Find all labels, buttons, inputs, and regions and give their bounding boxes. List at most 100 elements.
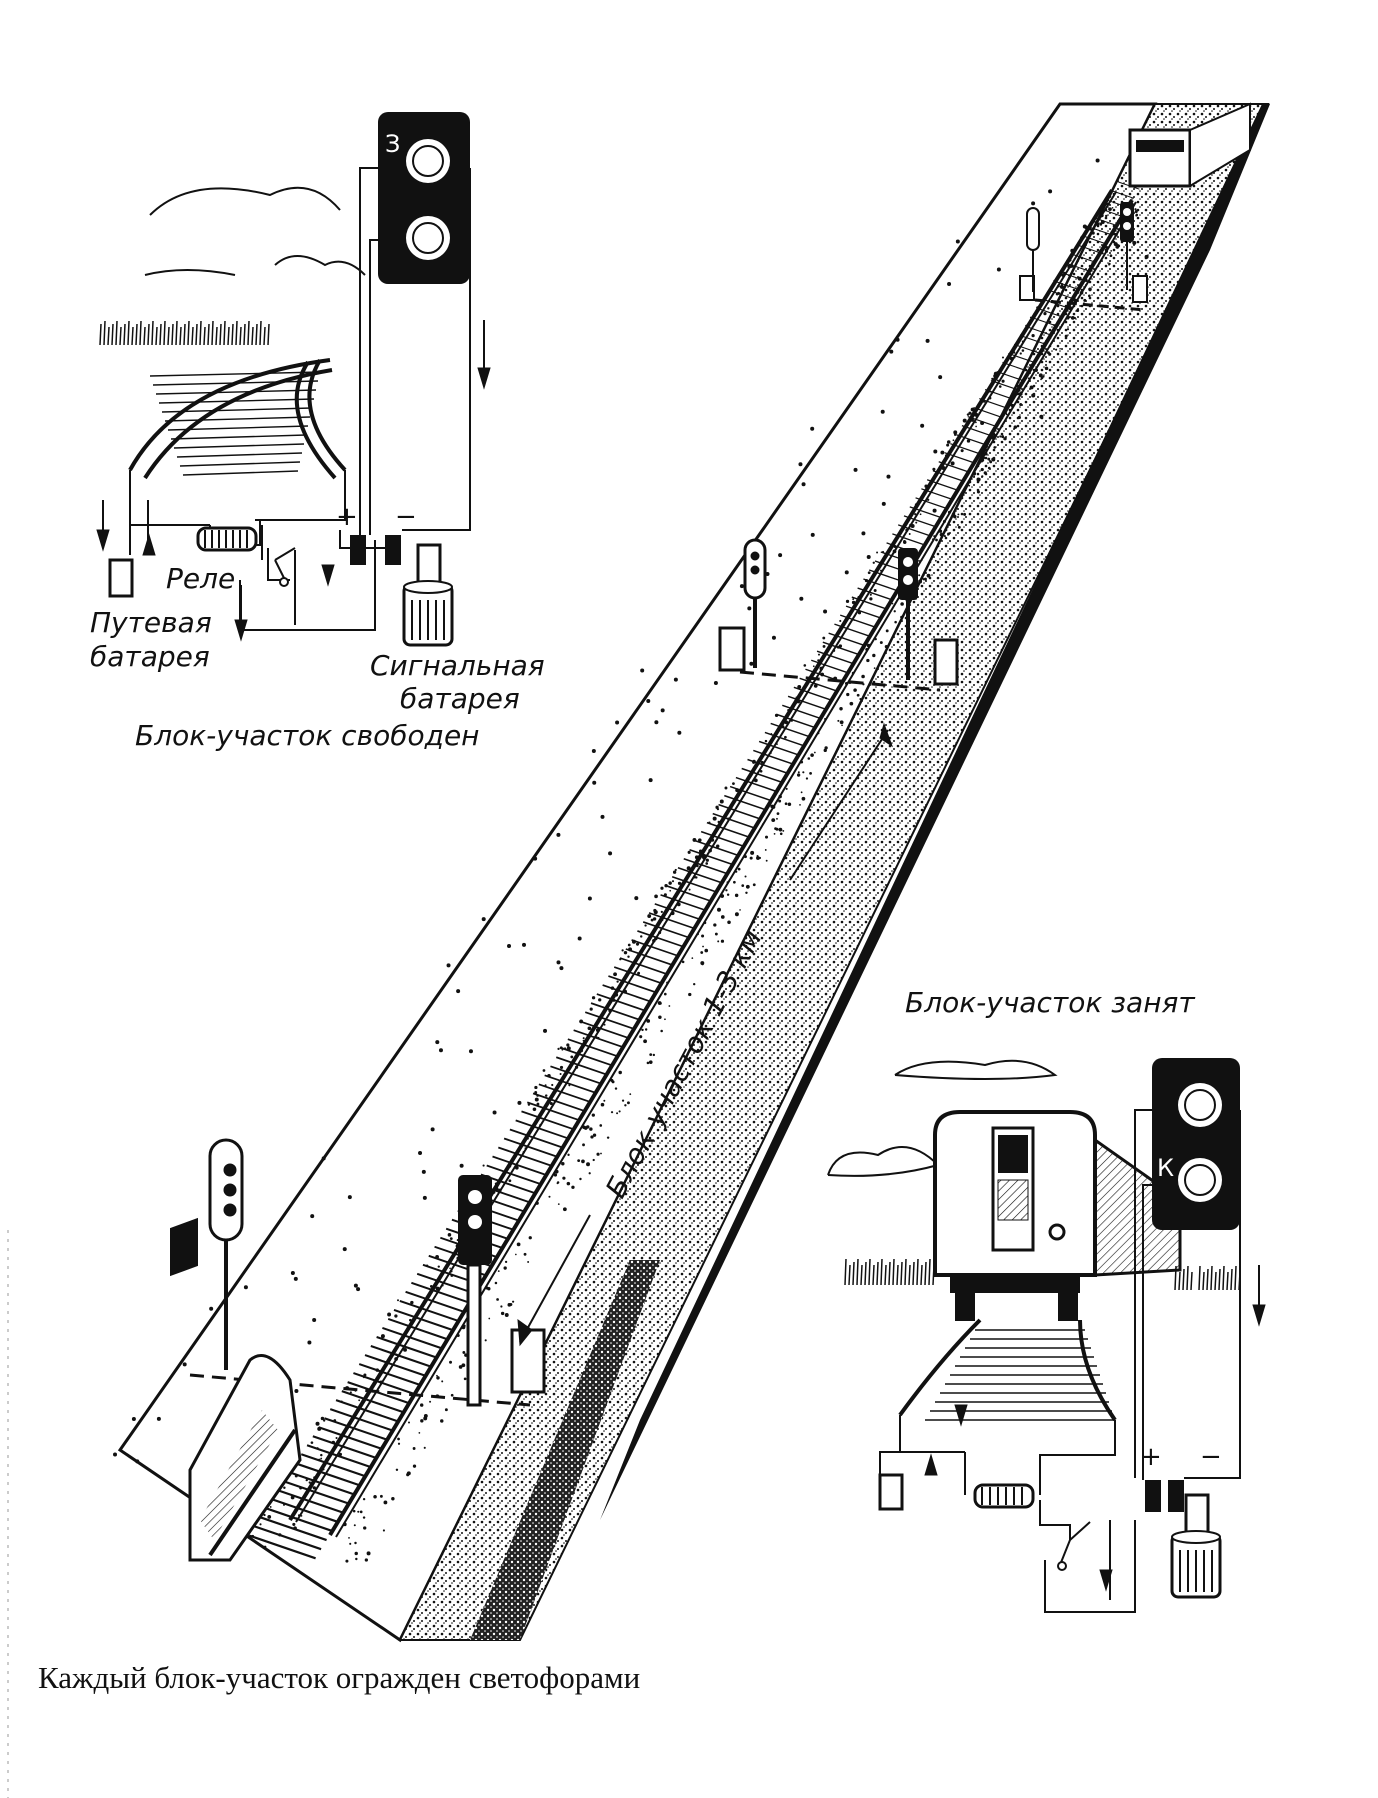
sleeper bbox=[509, 1128, 564, 1149]
plus-sign: + bbox=[1140, 1442, 1162, 1472]
ballast-dot bbox=[551, 1083, 554, 1087]
sleeper bbox=[1042, 298, 1069, 309]
grass-blade bbox=[143, 326, 146, 346]
ballast-dot bbox=[1108, 207, 1112, 212]
relay-contact bbox=[1059, 1521, 1091, 1566]
ballast-dot bbox=[813, 751, 816, 754]
ballast-dot bbox=[962, 418, 967, 423]
ballast-dot bbox=[308, 1481, 311, 1484]
ballast-dot bbox=[745, 884, 750, 889]
embankment-dot bbox=[310, 1214, 315, 1219]
sleeper bbox=[631, 939, 679, 957]
sleeper bbox=[289, 1471, 355, 1496]
free-block-label: Блок-участок свободен bbox=[135, 719, 480, 752]
current-arrow bbox=[142, 533, 156, 556]
ballast-dot bbox=[1089, 228, 1093, 231]
ballast-dot bbox=[940, 450, 945, 455]
sleeper bbox=[1013, 343, 1041, 355]
ballast-dot bbox=[598, 998, 602, 1002]
ballast-dot bbox=[523, 1252, 527, 1256]
ballast-dot bbox=[1042, 375, 1045, 378]
ballast-dot bbox=[760, 760, 764, 764]
ballast-dot bbox=[842, 637, 845, 640]
ballast-dot bbox=[559, 1065, 564, 1070]
ballast-dot bbox=[968, 411, 972, 415]
ballast-dot bbox=[852, 598, 855, 601]
ballast-dot bbox=[606, 1136, 610, 1139]
ballast-dot bbox=[1047, 307, 1050, 310]
sleeper bbox=[300, 1453, 366, 1478]
near-train bbox=[188, 1354, 302, 1562]
grass-blade bbox=[111, 323, 114, 346]
sleeper bbox=[161, 407, 313, 413]
ballast-dot bbox=[612, 998, 616, 1002]
embankment-dot bbox=[886, 474, 891, 479]
ballast-dot bbox=[784, 802, 788, 806]
inset-rail-right-2 bbox=[294, 360, 337, 480]
ballast-dot bbox=[1063, 271, 1067, 275]
ballast-dot bbox=[812, 665, 815, 668]
ballast-dot bbox=[1134, 208, 1137, 211]
embankment-dot bbox=[713, 680, 718, 685]
ballast-dot bbox=[364, 1558, 368, 1562]
ballast-dot bbox=[1134, 209, 1138, 214]
ballast-dot bbox=[654, 894, 658, 899]
sleeper bbox=[1031, 316, 1058, 327]
ballast-dot bbox=[589, 1007, 593, 1011]
grass bbox=[99, 320, 270, 346]
ballast-dot bbox=[547, 1074, 551, 1078]
ballast-dot bbox=[695, 864, 699, 868]
grass-blade bbox=[888, 1261, 891, 1286]
ballast-dot bbox=[717, 940, 720, 943]
embankment-dot bbox=[587, 896, 592, 901]
ballast-dot bbox=[340, 1400, 343, 1403]
sleeper bbox=[295, 1462, 360, 1487]
ballast-dot bbox=[621, 1099, 625, 1102]
sleeper bbox=[312, 1435, 377, 1459]
embankment-dot bbox=[543, 1028, 548, 1033]
joint-box-far-right bbox=[1132, 275, 1148, 303]
ballast-dot bbox=[779, 832, 783, 836]
ballast-dot bbox=[613, 972, 617, 977]
ballast-dot bbox=[787, 802, 792, 806]
embankment-dot bbox=[631, 939, 636, 944]
ballast-dot bbox=[976, 490, 980, 494]
ballast-dot bbox=[590, 1135, 594, 1139]
inset-sleepers bbox=[925, 1329, 1115, 1421]
far-signal-right bbox=[1120, 202, 1134, 290]
ballast-dot bbox=[539, 1123, 542, 1127]
embankment-dot bbox=[749, 661, 754, 666]
ballast-dot bbox=[391, 1497, 395, 1501]
embankment-dot bbox=[492, 1110, 497, 1115]
grass-blade bbox=[1190, 1271, 1193, 1291]
ballast-dot bbox=[610, 1111, 614, 1114]
inset-rail-left bbox=[898, 1318, 982, 1417]
ballast-dot bbox=[833, 649, 836, 652]
ballast-dot bbox=[562, 1207, 567, 1212]
ballast-dot bbox=[526, 1137, 529, 1140]
ballast-dot bbox=[846, 692, 850, 697]
ballast-dot bbox=[943, 535, 946, 538]
ballast-dot bbox=[509, 1303, 513, 1306]
sleeper bbox=[266, 1507, 333, 1532]
embankment-dot bbox=[739, 584, 744, 589]
embankment-dot bbox=[135, 1459, 140, 1464]
ballast-dot bbox=[764, 739, 768, 743]
ballast-dot bbox=[1045, 360, 1048, 363]
sleeper bbox=[625, 948, 673, 966]
sleeper bbox=[248, 1534, 316, 1560]
sleeper bbox=[590, 1002, 640, 1021]
grass-blade bbox=[263, 326, 266, 346]
embankment-dark-edge bbox=[600, 104, 1270, 1520]
ballast-dot bbox=[873, 667, 876, 670]
embankment-dot bbox=[950, 461, 955, 466]
ballast-dot bbox=[640, 935, 643, 938]
ballast-dot bbox=[944, 454, 948, 458]
ballast-dot bbox=[362, 1376, 365, 1379]
embankment-dot bbox=[1031, 393, 1036, 398]
ballast-dot bbox=[874, 638, 877, 641]
ballast-dot bbox=[787, 709, 790, 712]
ballast-dot bbox=[549, 1102, 553, 1106]
ballast-dot bbox=[945, 528, 948, 532]
ballast-dot bbox=[919, 513, 922, 516]
